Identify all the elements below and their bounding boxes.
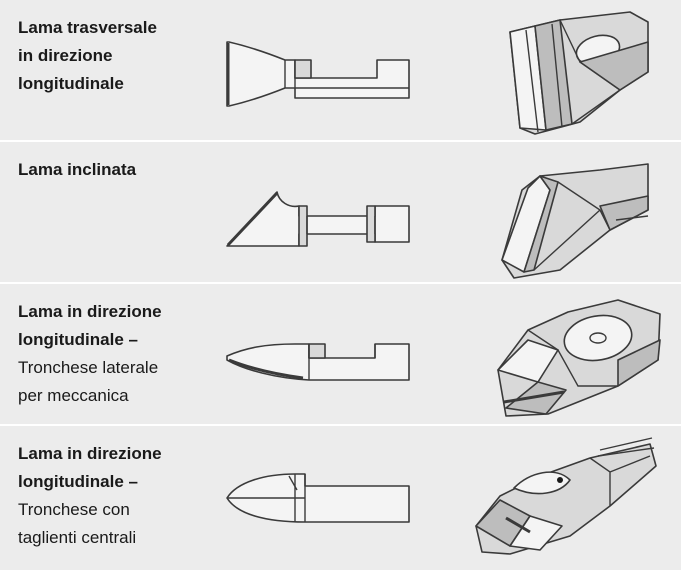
transverse-blade-cutter-icon — [509, 11, 649, 135]
row-label: Lama in direzione longitudinale – Tronch… — [18, 440, 198, 552]
row-title-line: longitudinale – — [18, 330, 138, 349]
row-label: Lama trasversale in direzione longitudin… — [18, 14, 198, 98]
row-title-line: longitudinale – — [18, 472, 138, 491]
row-transverse-blade: Lama trasversale in direzione longitudin… — [0, 0, 681, 140]
row-label: Lama in direzione longitudinale – Tronch… — [18, 298, 198, 410]
row-label: Lama inclinata — [18, 156, 198, 184]
row-divider — [0, 282, 681, 284]
center-cutter-icon — [475, 437, 657, 555]
inclined-blade-profile-drawing — [226, 191, 410, 247]
row-title-line: Lama inclinata — [18, 160, 137, 179]
row-title-line: in direzione — [18, 46, 113, 65]
row-title-line: longitudinale — [18, 74, 124, 93]
inclined-blade-cutter-icon — [501, 163, 649, 279]
row-subtitle-line: Tronchese con — [18, 500, 130, 519]
row-longitudinal-blade-center-cutter: Lama in direzione longitudinale – Tronch… — [0, 426, 681, 570]
row-title-line: Lama in direzione — [18, 444, 162, 463]
longitudinal-blade-center-cutter-profile-drawing — [226, 473, 410, 523]
row-divider — [0, 140, 681, 142]
row-subtitle-line: taglienti centrali — [18, 528, 137, 547]
row-title-line: Lama in direzione — [18, 302, 162, 321]
row-title-line: Lama trasversale — [18, 18, 157, 37]
longitudinal-blade-side-cutter-profile-drawing — [226, 343, 410, 381]
transverse-blade-profile-drawing — [226, 41, 410, 107]
row-subtitle-line: Tronchese laterale — [18, 358, 159, 377]
row-longitudinal-blade-side-cutter: Lama in direzione longitudinale – Tronch… — [0, 284, 681, 424]
row-divider — [0, 424, 681, 426]
side-cutter-icon — [497, 299, 661, 417]
row-inclined-blade: Lama inclinata — [0, 142, 681, 282]
row-subtitle-line: per meccanica — [18, 386, 129, 405]
